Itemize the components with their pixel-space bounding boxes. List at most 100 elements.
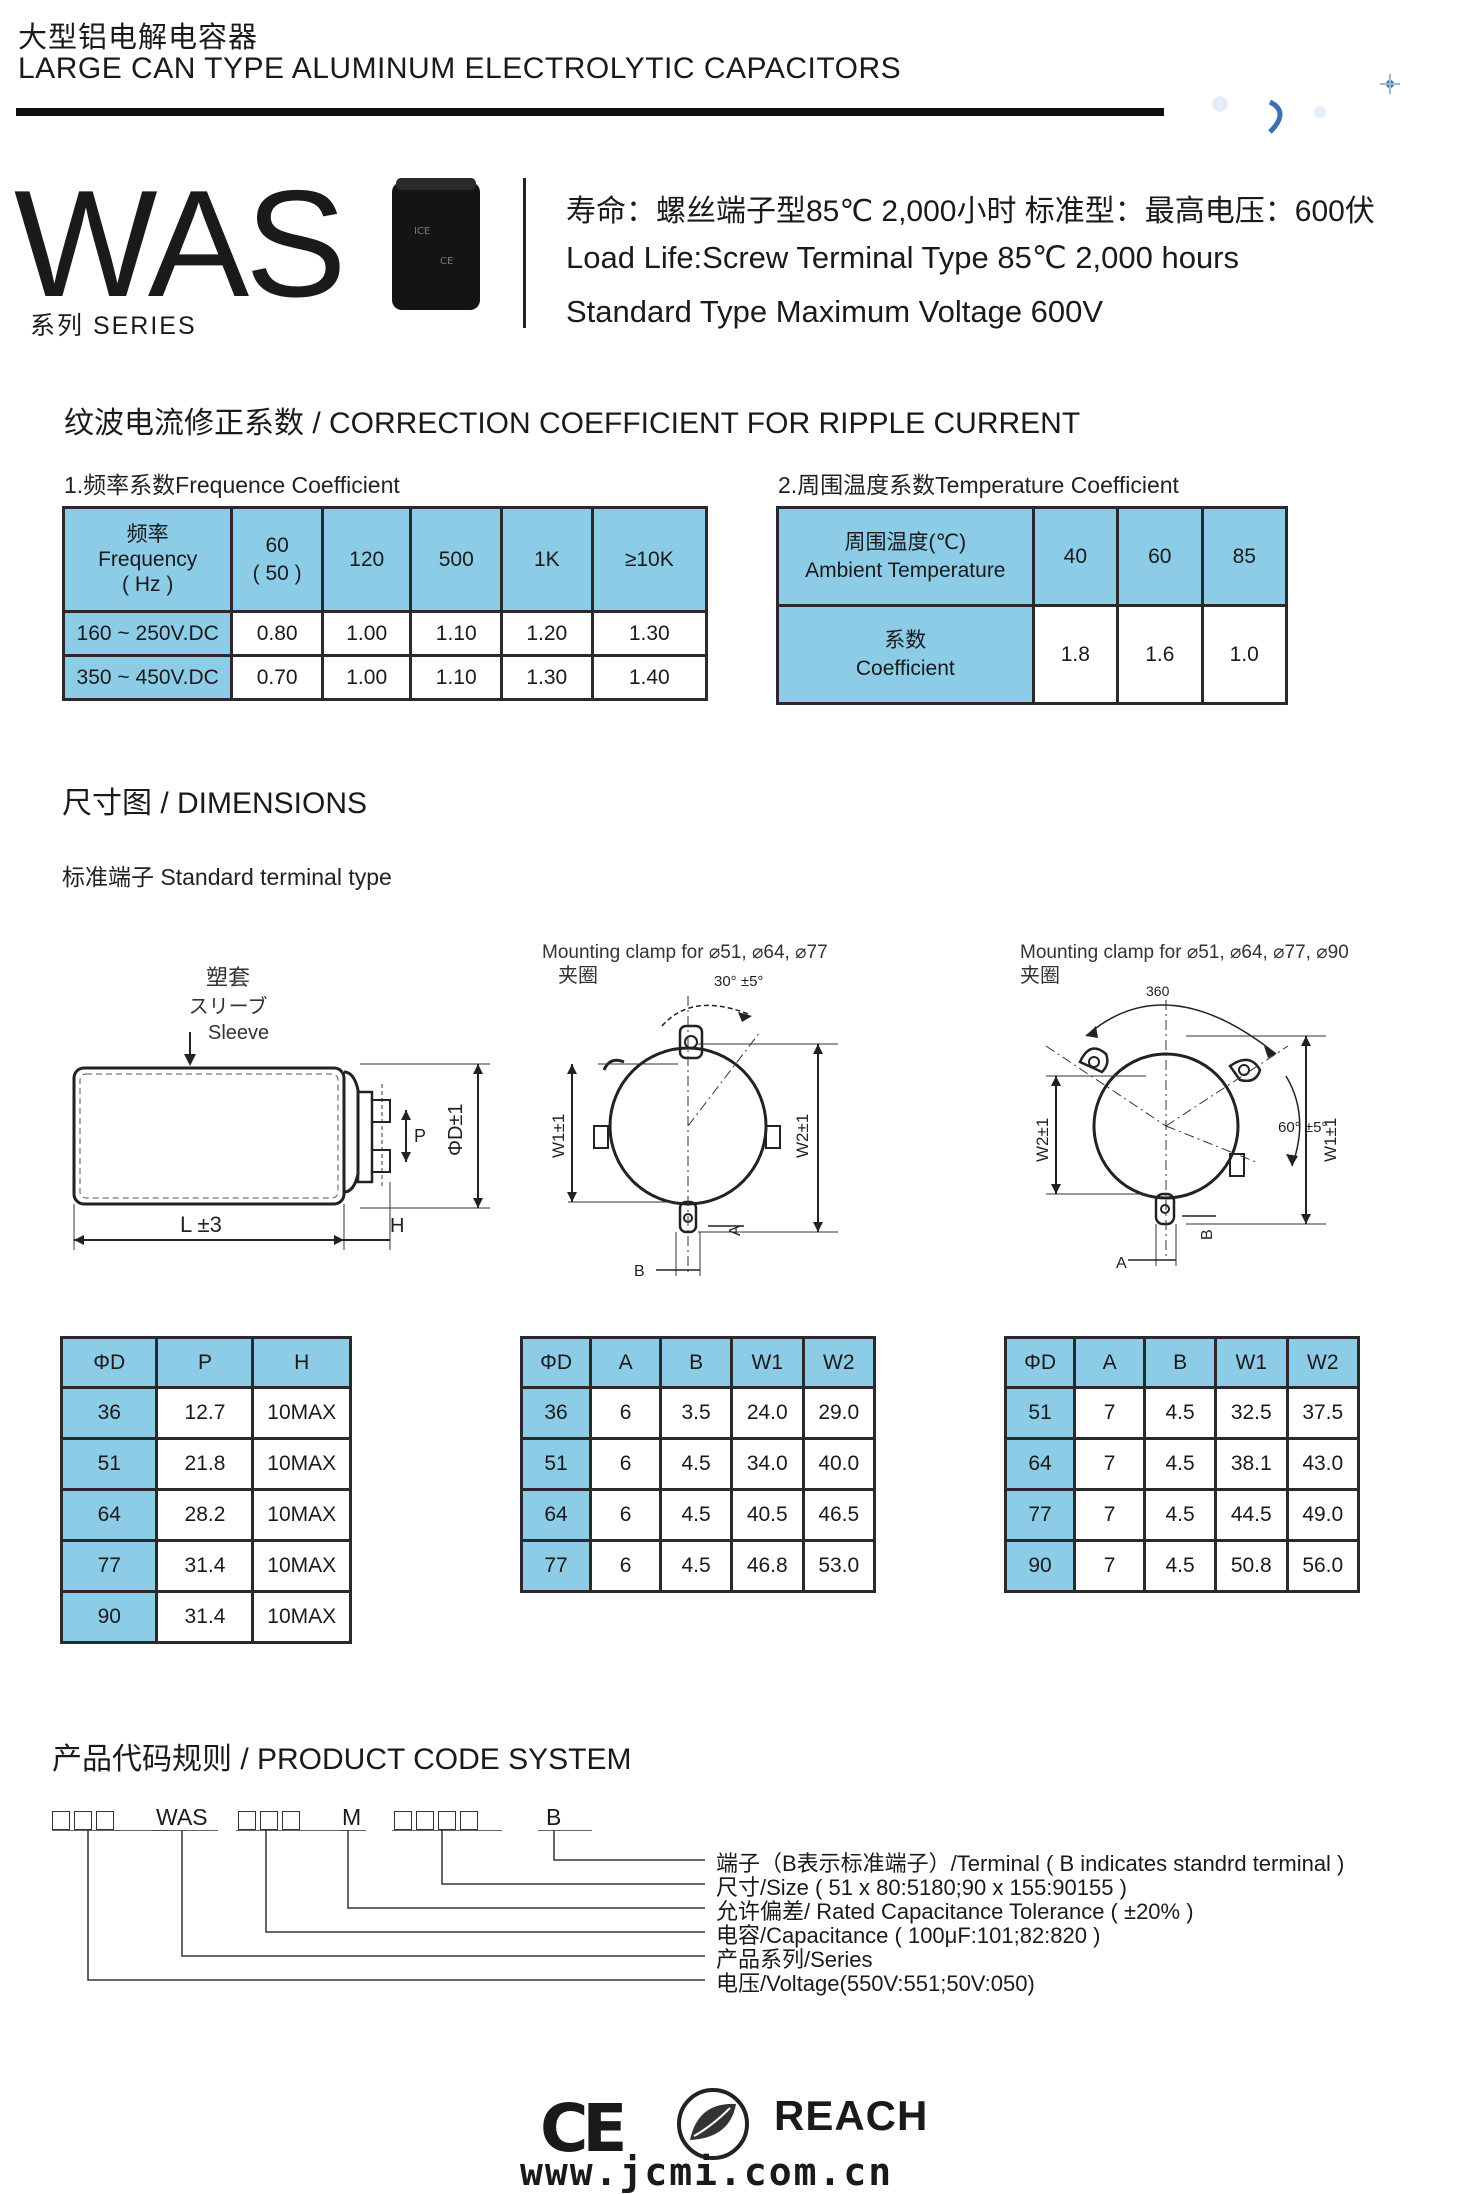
dim1-cell: 31.4 (155, 1590, 255, 1644)
temp-row-cn: 系数 (884, 629, 927, 653)
sleeve-cn-label: 塑套 (206, 965, 250, 990)
dim2-cell: 6 (589, 1437, 663, 1491)
dim3-cell: 43.0 (1285, 1437, 1360, 1491)
dim3-head: W2 (1285, 1336, 1360, 1389)
dim2-cell: 40.0 (801, 1437, 876, 1491)
temp-col: 60 (1116, 506, 1204, 607)
dimensions-title: 尺寸图 / DIMENSIONS (62, 787, 368, 820)
svg-text:ICE: ICE (414, 226, 430, 237)
dim3-cell: 4.5 (1143, 1437, 1218, 1491)
diameter-label: ΦD±1 (445, 1104, 467, 1157)
clamp2-a-label: A (1116, 1255, 1127, 1272)
h-label: H (390, 1215, 404, 1237)
code-voltage-boxes (52, 1806, 118, 1833)
code-size-boxes (394, 1806, 482, 1833)
decorative-logo-icon (1212, 74, 1400, 134)
freq-cell: 1.10 (409, 610, 504, 657)
dim2-cell: 53.0 (801, 1539, 876, 1593)
dim1-cell: 28.2 (155, 1488, 255, 1542)
freq-cell: 1.30 (590, 610, 709, 657)
dim2-cell: 64 (519, 1488, 593, 1542)
dim1-cell: 90 (59, 1590, 159, 1644)
dim2-cell: 6 (589, 1386, 663, 1440)
dim3-head: A (1073, 1336, 1147, 1389)
dim1-cell: 36 (59, 1386, 159, 1440)
freq-head-en: Frequency (98, 547, 198, 571)
dim2-cell: 24.0 (730, 1386, 805, 1440)
header-title-cn: 大型铝电解电容器 (18, 22, 259, 54)
capacitor-side-view-diagram: 塑套 スリーブ Sleeve L ±3 H P ΦD±1 (72, 965, 490, 1250)
mounting-clamp-diagram-2: Mounting clamp for ⌀51, ⌀64, ⌀77, ⌀90 夹圈… (1020, 942, 1349, 1272)
dim3-cell: 38.1 (1214, 1437, 1289, 1491)
freq-cell: 0.70 (230, 654, 324, 701)
series-name: WAS (14, 159, 347, 329)
temperature-coefficient-table: 周围温度(℃) Ambient Temperature 40 60 85 系数 … (776, 506, 1289, 705)
freq-col-10k: ≥10K (590, 506, 709, 613)
dim3-cell: 7 (1073, 1488, 1147, 1542)
capacitor-photo-icon: ICE CE (392, 178, 480, 310)
dim3-cell: 64 (1003, 1437, 1077, 1491)
clamp2-w2: W2±1 (1033, 1118, 1052, 1162)
dim3-cell: 4.5 (1143, 1488, 1218, 1542)
freq-col-60: 60 ( 50 ) (230, 506, 324, 613)
code-item-terminal: 端子（B表示标准端子）/Terminal ( B indicates stand… (716, 1851, 1345, 1876)
code-item-tolerance: 允许偏差/ Rated Capacitance Tolerance ( ±20%… (716, 1899, 1194, 1924)
freq-col-120: 120 (320, 506, 413, 613)
clamp1-angle: 30° ±5° (714, 973, 763, 990)
dim3-cell: 77 (1003, 1488, 1077, 1542)
dim2-cell: 4.5 (659, 1539, 734, 1593)
ce-mark: CE (540, 2090, 627, 2167)
freq-cell: 1.10 (409, 654, 504, 701)
dim2-cell: 51 (519, 1437, 593, 1491)
sleeve-en-label: Sleeve (208, 1022, 269, 1044)
dim1-cell: 77 (59, 1539, 159, 1593)
dim1-cell: 21.8 (155, 1437, 255, 1491)
temp-col: 85 (1200, 506, 1289, 607)
dim3-cell: 4.5 (1143, 1539, 1218, 1593)
dim2-head: B (659, 1336, 734, 1389)
product-code-title: 产品代码规则 / PRODUCT CODE SYSTEM (52, 1743, 632, 1776)
freq-cell: 1.20 (500, 610, 594, 657)
freq-row-label: 350 ~ 450V.DC (61, 654, 234, 701)
freq-col-1k: 1K (500, 506, 594, 613)
dim3-cell: 37.5 (1285, 1386, 1360, 1440)
dim2-cell: 77 (519, 1539, 593, 1593)
temp-head-cell: 周围温度(℃) Ambient Temperature (776, 506, 1035, 607)
freq-col-50-label: ( 50 ) (252, 561, 302, 585)
freq-cell: 1.00 (320, 654, 413, 701)
clamp1-w2: W2±1 (793, 1114, 812, 1158)
dim2-cell: 4.5 (659, 1437, 734, 1491)
dim2-head: W1 (730, 1336, 805, 1389)
dim2-cell: 46.8 (730, 1539, 805, 1593)
code-item-size: 尺寸/Size ( 51 x 80:5180;90 x 155:90155 ) (716, 1875, 1127, 1900)
dim2-head: W2 (801, 1336, 876, 1389)
freq-head-cell: 频率 Frequency ( Hz ) (61, 506, 234, 613)
p-label: P (414, 1126, 426, 1146)
dim3-head: ΦD (1003, 1336, 1077, 1389)
temp-head-cn: 周围温度(℃) (844, 531, 967, 555)
clamp1-b-label: B (634, 1263, 645, 1280)
clamp1-title: Mounting clamp for ⌀51, ⌀64, ⌀77 (542, 942, 828, 963)
sleeve-jp-label: スリーブ (189, 994, 268, 1018)
freq-head-unit: ( Hz ) (122, 573, 174, 597)
dim1-head: ΦD (59, 1336, 159, 1389)
dim2-cell: 3.5 (659, 1386, 734, 1440)
temp-cell: 1.8 (1031, 604, 1120, 705)
dim1-cell: 10MAX (251, 1386, 352, 1440)
dim2-cell: 4.5 (659, 1488, 734, 1542)
freq-coefficient-title: 1.频率系数Frequence Coefficient (64, 472, 400, 498)
clamp2-title: Mounting clamp for ⌀51, ⌀64, ⌀77, ⌀90 (1020, 942, 1349, 963)
freq-cell: 1.00 (320, 610, 413, 657)
dim3-cell: 4.5 (1143, 1386, 1218, 1440)
dim1-head: H (251, 1336, 352, 1389)
dim1-cell: 10MAX (251, 1437, 352, 1491)
clamp1-w1: W1±1 (549, 1114, 568, 1158)
temp-coefficient-title: 2.周围温度系数Temperature Coefficient (778, 472, 1179, 498)
dim3-cell: 7 (1073, 1539, 1147, 1593)
clamp2-angle: 60° ±5° (1278, 1119, 1327, 1136)
dim1-cell: 51 (59, 1437, 159, 1491)
clamp1-a-label: A (727, 1225, 744, 1236)
spec-line-load-life: Load Life:Screw Terminal Type 85℃ 2,000 … (566, 240, 1240, 275)
